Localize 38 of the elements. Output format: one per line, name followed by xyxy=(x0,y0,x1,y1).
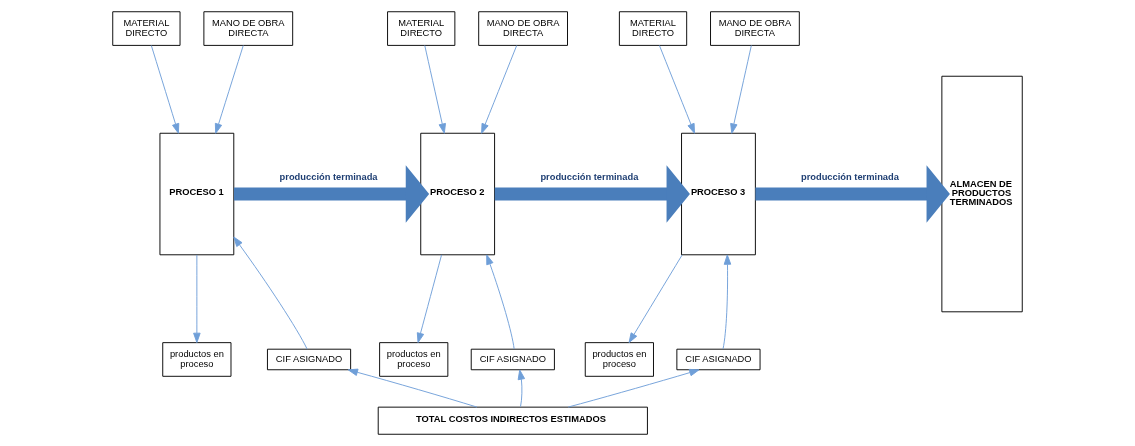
arrow xyxy=(233,165,430,223)
arrow xyxy=(233,236,308,350)
node-box: CIF ASIGNADO xyxy=(266,348,352,371)
arrow xyxy=(567,368,700,408)
node-box: MANO DE OBRA DIRECTA xyxy=(478,11,568,46)
arrow xyxy=(193,254,201,343)
edge-label: producción terminada xyxy=(800,172,899,183)
arrow xyxy=(481,45,518,134)
node-box: productos en proceso xyxy=(584,342,654,377)
arrow xyxy=(150,45,180,134)
node-box: PROCESO 2 xyxy=(420,132,496,256)
edge-label: producción terminada xyxy=(540,172,639,183)
node-box: productos en proceso xyxy=(162,342,232,377)
node-box: CIF ASIGNADO xyxy=(676,348,761,371)
node-box: PROCESO 1 xyxy=(159,132,235,256)
node-box: MANO DE OBRA DIRECTA xyxy=(710,11,800,46)
arrow xyxy=(416,254,443,343)
edge-label: producción terminada xyxy=(279,172,378,183)
node-box: productos en proceso xyxy=(379,342,449,377)
arrow xyxy=(494,165,690,223)
node-box: MANO DE OBRA DIRECTA xyxy=(203,11,294,46)
arrow xyxy=(347,368,478,408)
arrow xyxy=(214,45,244,134)
arrow xyxy=(486,254,515,350)
arrow xyxy=(730,45,752,134)
node-box: MATERIAL DIRECTO xyxy=(618,11,688,46)
node-box: CIF ASIGNADO xyxy=(470,348,555,371)
node-box: ALMACEN DE PRODUCTOS TERMINADOS xyxy=(941,75,1023,313)
arrow xyxy=(755,165,950,223)
arrow xyxy=(424,45,446,134)
arrow xyxy=(658,45,695,134)
arrow xyxy=(628,254,683,343)
node-box: MATERIAL DIRECTO xyxy=(387,11,456,46)
node-box: PROCESO 3 xyxy=(681,132,756,256)
node-box: MATERIAL DIRECTO xyxy=(112,11,181,46)
node-box: TOTAL COSTOS INDIRECTOS ESTIMADOS xyxy=(377,406,648,435)
arrow xyxy=(722,254,732,350)
arrow xyxy=(517,369,526,408)
